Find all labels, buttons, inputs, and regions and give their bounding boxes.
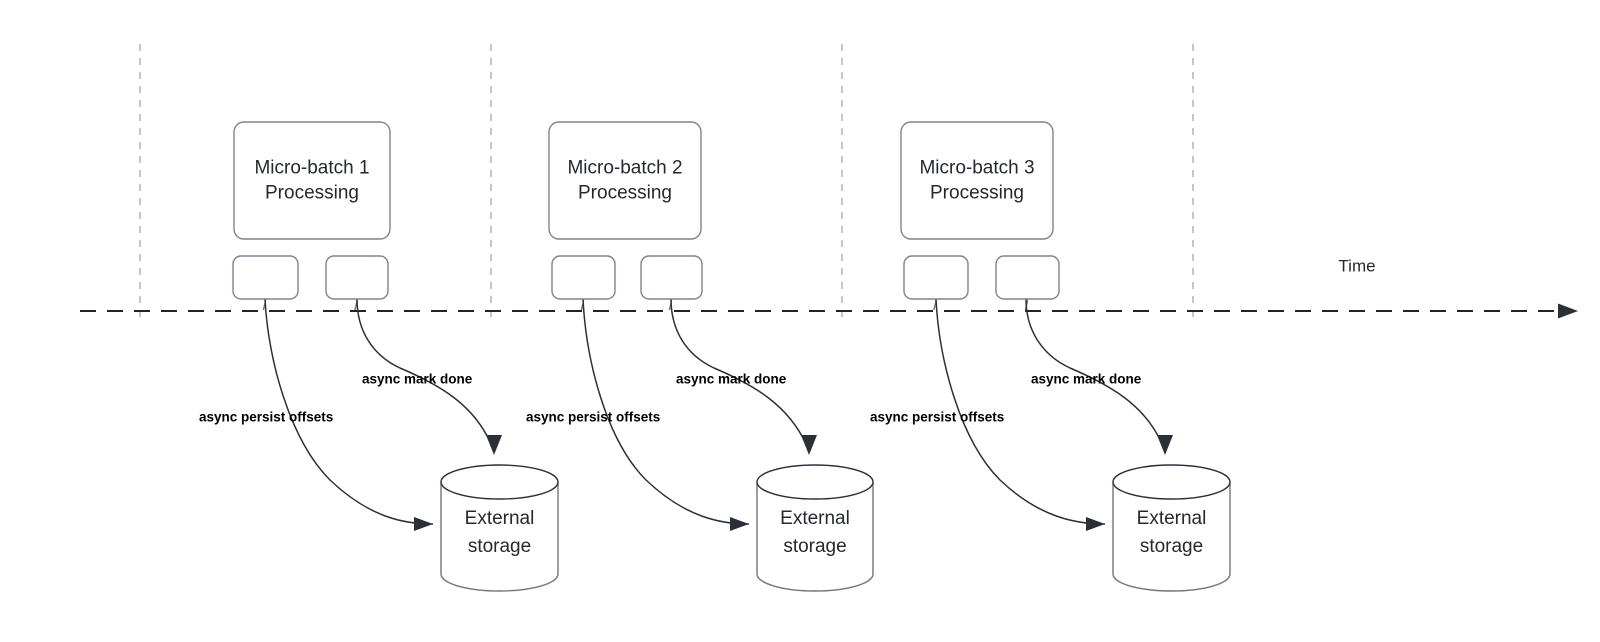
microbatch-box-label-2: Processing: [578, 183, 672, 204]
timeline-axis-layer: Time: [80, 256, 1578, 319]
async-mark-done-arrowhead-icon-1: [486, 435, 502, 455]
microbatch-box-label-1: Processing: [265, 183, 359, 204]
async-persist-offsets-arrowhead-icon-3: [1086, 517, 1105, 531]
microbatch-box-1[interactable]: [233, 121, 391, 240]
mark-done-task-1[interactable]: [325, 255, 389, 300]
mark-done-task-3[interactable]: [995, 255, 1060, 300]
async-persist-offsets-edge-3: [935, 298, 1106, 525]
edges-layer: [262, 298, 1173, 531]
external-storage-top-3: [1112, 464, 1231, 500]
async-persist-offsets-label-3: async persist offsets: [870, 410, 1004, 425]
external-storage-top-1: [440, 464, 559, 500]
async-persist-offsets-edge-1: [264, 298, 434, 525]
persist-offsets-task-3[interactable]: [903, 255, 969, 300]
timeline-arrowhead-icon: [1558, 303, 1578, 319]
external-storage-body-3[interactable]: [1112, 482, 1231, 592]
async-persist-offsets-arrowhead-icon-2: [730, 517, 749, 531]
microbatch-box-label-3: Micro-batch 3: [919, 158, 1034, 179]
async-mark-done-edge-1: [356, 298, 492, 445]
async-mark-done-label-2: async mark done: [676, 372, 787, 387]
edge-labels-layer: async persist offsets async mark done asyn…: [199, 372, 1142, 425]
async-persist-offsets-arrowhead-icon-1: [414, 517, 433, 531]
async-persist-offsets-label-1: async persist offsets: [199, 410, 333, 425]
external-storage-label-3: storage: [1140, 536, 1203, 557]
external-storage-body-2[interactable]: [756, 482, 874, 592]
microbatch-box-3[interactable]: [900, 121, 1054, 240]
async-mark-done-label-1: async mark done: [362, 372, 473, 387]
async-persist-offsets-edge-2: [582, 298, 750, 525]
persist-offsets-task-1[interactable]: [232, 255, 299, 300]
external-storage-label-2: External: [780, 508, 850, 529]
external-storage-top-2: [756, 464, 874, 500]
external-storage-label-1: storage: [468, 536, 531, 557]
async-persist-offsets-label-2: async persist offsets: [526, 410, 660, 425]
async-mark-done-edge-3: [1025, 298, 1163, 445]
async-mark-done-label-3: async mark done: [1031, 372, 1142, 387]
timeline-axis-label: Time: [1338, 256, 1375, 275]
mark-done-task-2[interactable]: [640, 255, 703, 300]
external-storage-label-3: External: [1137, 508, 1207, 529]
guide-lines-layer: [139, 44, 1194, 318]
async-mark-done-arrowhead-icon-3: [1157, 435, 1173, 455]
async-mark-done-edge-2: [670, 298, 807, 445]
microbatch-box-label-2: Micro-batch 2: [567, 158, 682, 179]
external-storage-body-1[interactable]: [440, 482, 559, 592]
persist-offsets-task-2[interactable]: [551, 255, 616, 300]
external-storage-label-2: storage: [783, 536, 846, 557]
async-mark-done-arrowhead-icon-2: [801, 435, 817, 455]
microbatch-box-label-1: Micro-batch 1: [254, 158, 369, 179]
microbatch-box-2[interactable]: [548, 121, 702, 240]
microbatch-box-label-3: Processing: [930, 183, 1024, 204]
external-storage-label-1: External: [465, 508, 535, 529]
